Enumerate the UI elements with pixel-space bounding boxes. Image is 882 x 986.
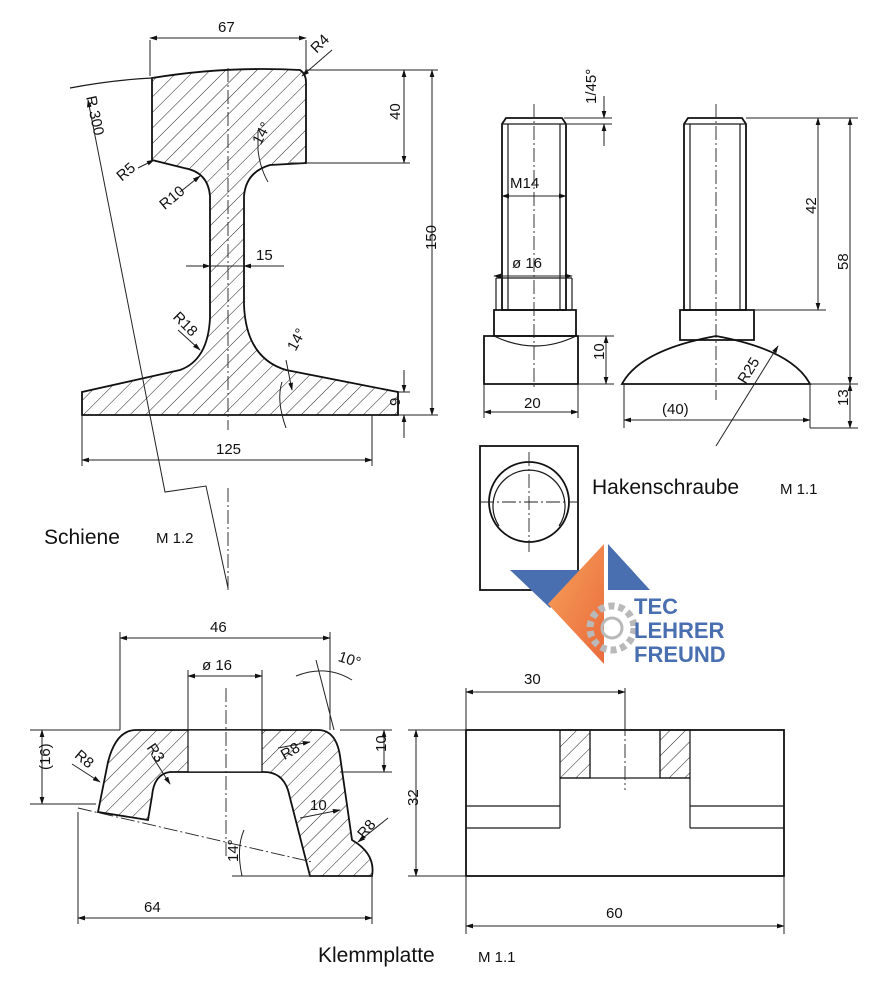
rail-dim-40: 40 bbox=[387, 103, 404, 120]
logo-triangle-blue-left bbox=[510, 570, 590, 608]
logo-gear-icon bbox=[586, 602, 638, 654]
rail-dim-r10: R10 bbox=[156, 183, 188, 214]
bolt-dim-13: 13 bbox=[835, 389, 852, 406]
clamp-front-view bbox=[30, 632, 392, 924]
rail-title: Schiene bbox=[44, 526, 120, 549]
bolt-dim-20: 20 bbox=[524, 395, 541, 412]
clamp-dim-64: 64 bbox=[144, 899, 161, 916]
rail-view bbox=[69, 35, 438, 590]
rail-dim-14-bottom: 14° bbox=[284, 326, 310, 354]
bolt-dim-58: 58 bbox=[835, 253, 852, 270]
bolt-dim-10: 10 bbox=[591, 343, 608, 360]
clamp-dim-46: 46 bbox=[210, 619, 227, 636]
clamp-dim-32: 32 bbox=[405, 789, 422, 806]
bolt-title: Hakenschraube bbox=[592, 476, 739, 499]
clamp-dim-14deg: 14° bbox=[225, 839, 242, 862]
bolt-dim-chamfer: 1/45° bbox=[583, 69, 600, 104]
clamp-dim-16: (16) bbox=[37, 743, 54, 770]
clamp-dim-10-height: 10 bbox=[373, 735, 390, 752]
bolt-labels: 1/45° M14 ø 16 10 20 42 58 R25 (40) 13 H… bbox=[510, 69, 852, 499]
rail-dim-r18: R18 bbox=[169, 309, 200, 340]
clamp-dim-10deg: 10° bbox=[336, 648, 363, 671]
clamp-section bbox=[96, 729, 374, 877]
clamp-scale: M 1.1 bbox=[478, 949, 516, 966]
rail-dim-9: 9 bbox=[387, 398, 404, 406]
clamp-dim-30: 30 bbox=[524, 671, 541, 688]
rail-section bbox=[81, 68, 399, 416]
clamp-dim-r8-right: R8 bbox=[354, 816, 379, 842]
tec-lehrer-freund-logo: TEC LEHRER FREUND bbox=[510, 544, 726, 667]
bolt-dim-dia16: ø 16 bbox=[512, 255, 542, 272]
rail-dim-67: 67 bbox=[218, 19, 235, 36]
bolt-dim-42: 42 bbox=[803, 197, 820, 214]
bolt-top-view bbox=[479, 445, 579, 591]
bolt-dim-r25: R25 bbox=[734, 354, 763, 386]
bolt-front-view bbox=[483, 96, 614, 418]
rail-dim-125: 125 bbox=[216, 441, 241, 458]
logo-text-tec: TEC bbox=[634, 594, 678, 619]
clamp-dim-r8-left: R8 bbox=[71, 747, 97, 772]
bolt-side-view bbox=[620, 104, 858, 447]
clamp-dim-60: 60 bbox=[606, 905, 623, 922]
bolt-dim-40: (40) bbox=[662, 401, 689, 418]
clamp-side-view bbox=[408, 688, 785, 934]
rail-scale: M 1.2 bbox=[156, 530, 194, 547]
logo-triangle-blue-right bbox=[608, 544, 650, 590]
bolt-scale: M 1.1 bbox=[780, 481, 818, 498]
clamp-title: Klemmplatte bbox=[318, 944, 435, 967]
clamp-dim-dia16: ø 16 bbox=[202, 657, 232, 674]
rail-dim-r5: R5 bbox=[113, 159, 139, 184]
logo-text-freund: FREUND bbox=[634, 642, 726, 667]
rail-dim-r300: R 300 bbox=[82, 94, 107, 137]
clamp-dim-10-wall: 10 bbox=[310, 797, 327, 814]
rail-dim-150: 150 bbox=[423, 225, 440, 250]
rail-dim-15: 15 bbox=[256, 247, 273, 264]
bolt-dim-m14: M14 bbox=[510, 175, 539, 192]
logo-text-lehrer: LEHRER bbox=[634, 618, 725, 643]
